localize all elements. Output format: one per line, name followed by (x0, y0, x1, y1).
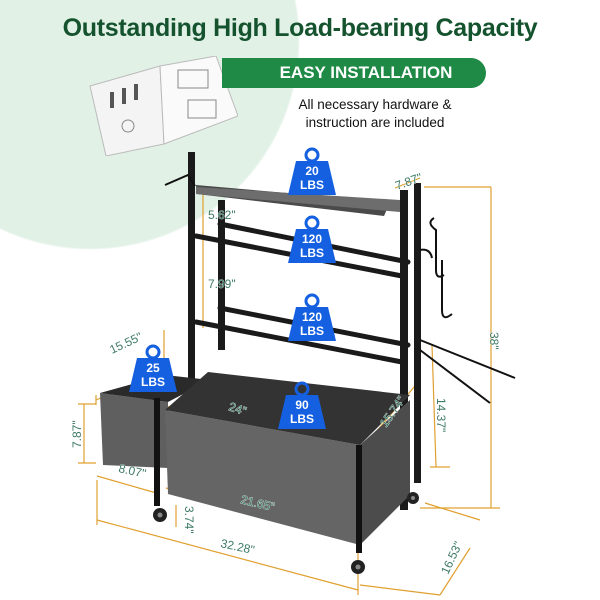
weight-badge-main-basket: 90 LBS (278, 381, 326, 429)
installation-subtitle: All necessary hardware & instruction are… (270, 96, 480, 132)
weight-badge-middle-rack: 120 LBS (288, 215, 336, 263)
weight-badge-top-shelf: 20 LBS (288, 147, 336, 195)
dim-total-depth: 16.53" (438, 539, 465, 576)
dim-shelf-gap-1: 5.62" (208, 208, 236, 222)
weight-unit: LBS (300, 246, 324, 260)
weight-value: 120 (302, 232, 322, 246)
weight-unit: LBS (300, 324, 324, 338)
weight-value: 25 (146, 361, 160, 375)
weight-unit: LBS (300, 178, 324, 192)
easy-installation-badge: EASY INSTALLATION (222, 58, 486, 88)
weight-badge-lower-rack: 120 LBS (288, 293, 336, 341)
weight-value: 90 (295, 398, 309, 412)
cart-frame (100, 152, 516, 574)
weight-unit: LBS (290, 412, 314, 426)
dim-shelf-gap-2: 7.99" (208, 277, 236, 291)
dim-total-height: 38" (487, 332, 501, 350)
subtitle-line-2: instruction are included (305, 115, 445, 130)
dim-basket-width: 24" (227, 400, 248, 419)
dim-side-bin-length: 15.55" (107, 330, 144, 357)
weight-unit: LBS (141, 375, 165, 389)
page-title: Outstanding High Load-bearing Capacity (62, 14, 538, 42)
dim-basket-height: 14.37" (434, 398, 448, 432)
weight-value: 120 (302, 310, 322, 324)
subtitle-line-1: All necessary hardware & (298, 97, 452, 112)
weight-value: 20 (305, 164, 319, 178)
dim-side-bin-height: 7.87" (70, 420, 84, 448)
dim-wheel-height: 3.74" (182, 506, 196, 534)
instruction-booklet-image (89, 56, 238, 156)
weight-badge-side-bin: 25 LBS (129, 344, 177, 392)
dim-side-bin-width: 8.07" (117, 461, 147, 480)
